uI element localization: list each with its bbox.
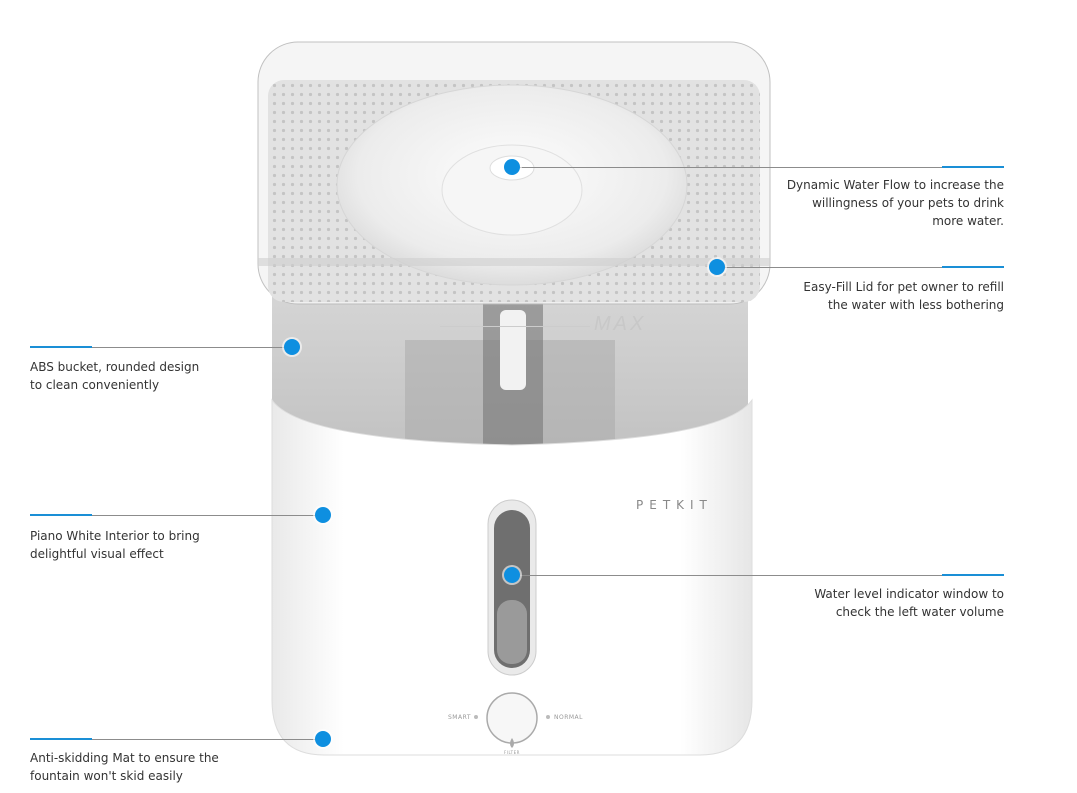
callout-dot-bucket (284, 339, 300, 355)
callout-line-lid (717, 267, 1004, 268)
callout-lid: Easy-Fill Lid for pet owner to refill th… (803, 280, 1004, 312)
callout-dot-mat (315, 731, 331, 747)
callout-dot-lid (709, 259, 725, 275)
brand-logo: PETKIT (636, 498, 713, 512)
callout-accent (30, 514, 92, 516)
callout-line-mat (30, 739, 323, 740)
callout-line-window (512, 575, 1004, 576)
callout-dot-window (504, 567, 520, 583)
callout-accent (942, 574, 1004, 576)
callout-dot-water-flow (504, 159, 520, 175)
callout-line-water-flow (512, 167, 1004, 168)
callout-line-bucket (30, 347, 292, 348)
callout-bucket: ABS bucket, rounded design to clean conv… (30, 360, 200, 392)
callout-interior: Piano White Interior to bring delightful… (30, 529, 200, 561)
callout-window: Water level indicator window to check th… (814, 587, 1004, 619)
max-line (440, 326, 590, 327)
callout-dot-interior (315, 507, 331, 523)
callout-accent (942, 266, 1004, 268)
callout-line-interior (30, 515, 323, 516)
callout-mat: Anti-skidding Mat to ensure the fountain… (30, 751, 219, 783)
callout-water-flow: Dynamic Water Flow to increase the willi… (786, 178, 1004, 228)
mode-smart-label: SMART (448, 714, 471, 721)
callout-accent (30, 346, 92, 348)
max-water-mark: MAX (594, 313, 647, 335)
callout-accent (942, 166, 1004, 168)
filter-label: FILTER (504, 750, 520, 755)
mode-normal-label: NORMAL (554, 714, 584, 721)
callout-accent (30, 738, 92, 740)
